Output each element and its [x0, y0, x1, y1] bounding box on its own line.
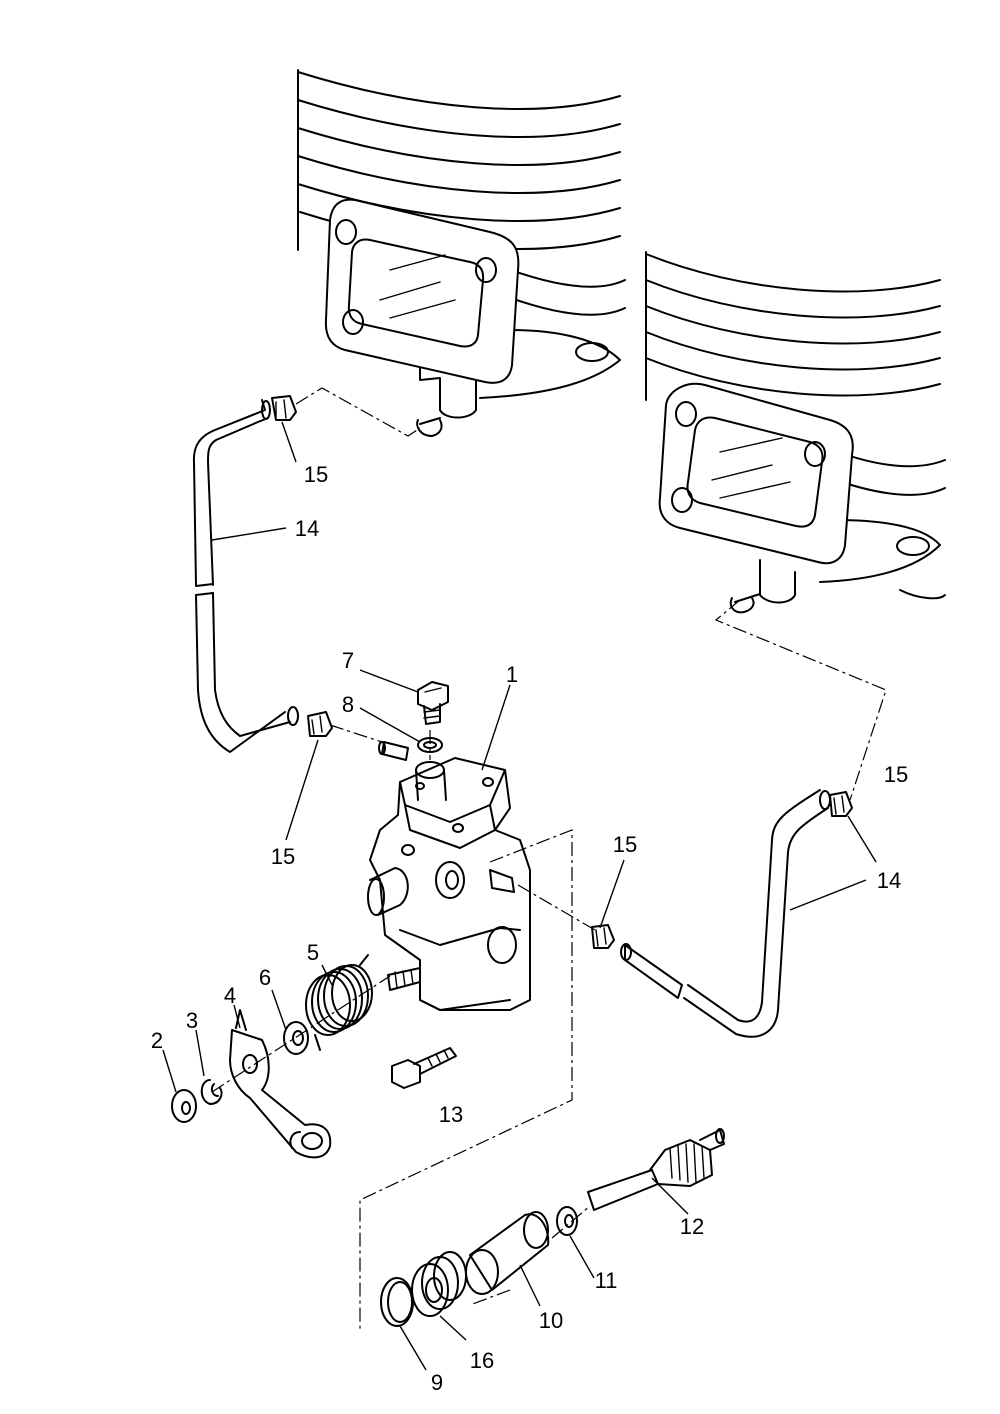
control-lever: [229, 1009, 332, 1159]
bleed-screw: [417, 681, 449, 725]
callout-14-left: 14: [295, 516, 319, 541]
callout-15-right-upper: 15: [884, 762, 908, 787]
callout-10: 10: [539, 1308, 563, 1333]
bushing-16: [411, 1251, 467, 1317]
callout-15-right-lower: 15: [613, 832, 637, 857]
callout-11: 11: [595, 1268, 618, 1293]
hose-right: [620, 789, 831, 1038]
clamp-top-left: [271, 395, 297, 421]
callout-labels: 1 2 3 4 5 6 7 8 9 10 11 12 13 14 14 15 1…: [151, 462, 908, 1395]
callout-15-mid-left: 15: [271, 844, 295, 869]
callout-6: 6: [259, 965, 271, 990]
leader-lines: [162, 421, 877, 1371]
washer-6: [283, 1021, 309, 1055]
oil-pump-body: [367, 741, 531, 1011]
callout-13: 13: [439, 1102, 463, 1127]
washer-2: [171, 1089, 197, 1123]
callout-9: 9: [431, 1370, 443, 1395]
callout-12: 12: [680, 1214, 704, 1239]
callout-4: 4: [224, 983, 236, 1008]
callout-15-top-left: 15: [304, 462, 328, 487]
callout-14-right: 14: [877, 868, 901, 893]
alignment-lines: [211, 387, 887, 1330]
e-clip-3: [200, 1079, 223, 1105]
cylinder-left: [297, 69, 626, 437]
return-spring: [305, 954, 373, 1051]
drive-shaft: [587, 1128, 725, 1211]
callout-2: 2: [151, 1028, 163, 1053]
mounting-bolt: [391, 1047, 457, 1089]
clamp-right-upper: [829, 791, 853, 817]
callout-7: 7: [342, 648, 354, 673]
callout-5: 5: [307, 940, 319, 965]
clamp-right-lower: [591, 924, 615, 949]
clamp-mid-left: [307, 711, 333, 737]
callout-16: 16: [470, 1348, 494, 1373]
callout-3: 3: [186, 1008, 198, 1033]
o-ring-9: [380, 1277, 414, 1327]
cylinder-right: [645, 251, 946, 614]
callout-8: 8: [342, 692, 354, 717]
hose-left: [192, 399, 299, 753]
callout-1: 1: [506, 662, 518, 687]
bushing-10: [465, 1211, 550, 1295]
